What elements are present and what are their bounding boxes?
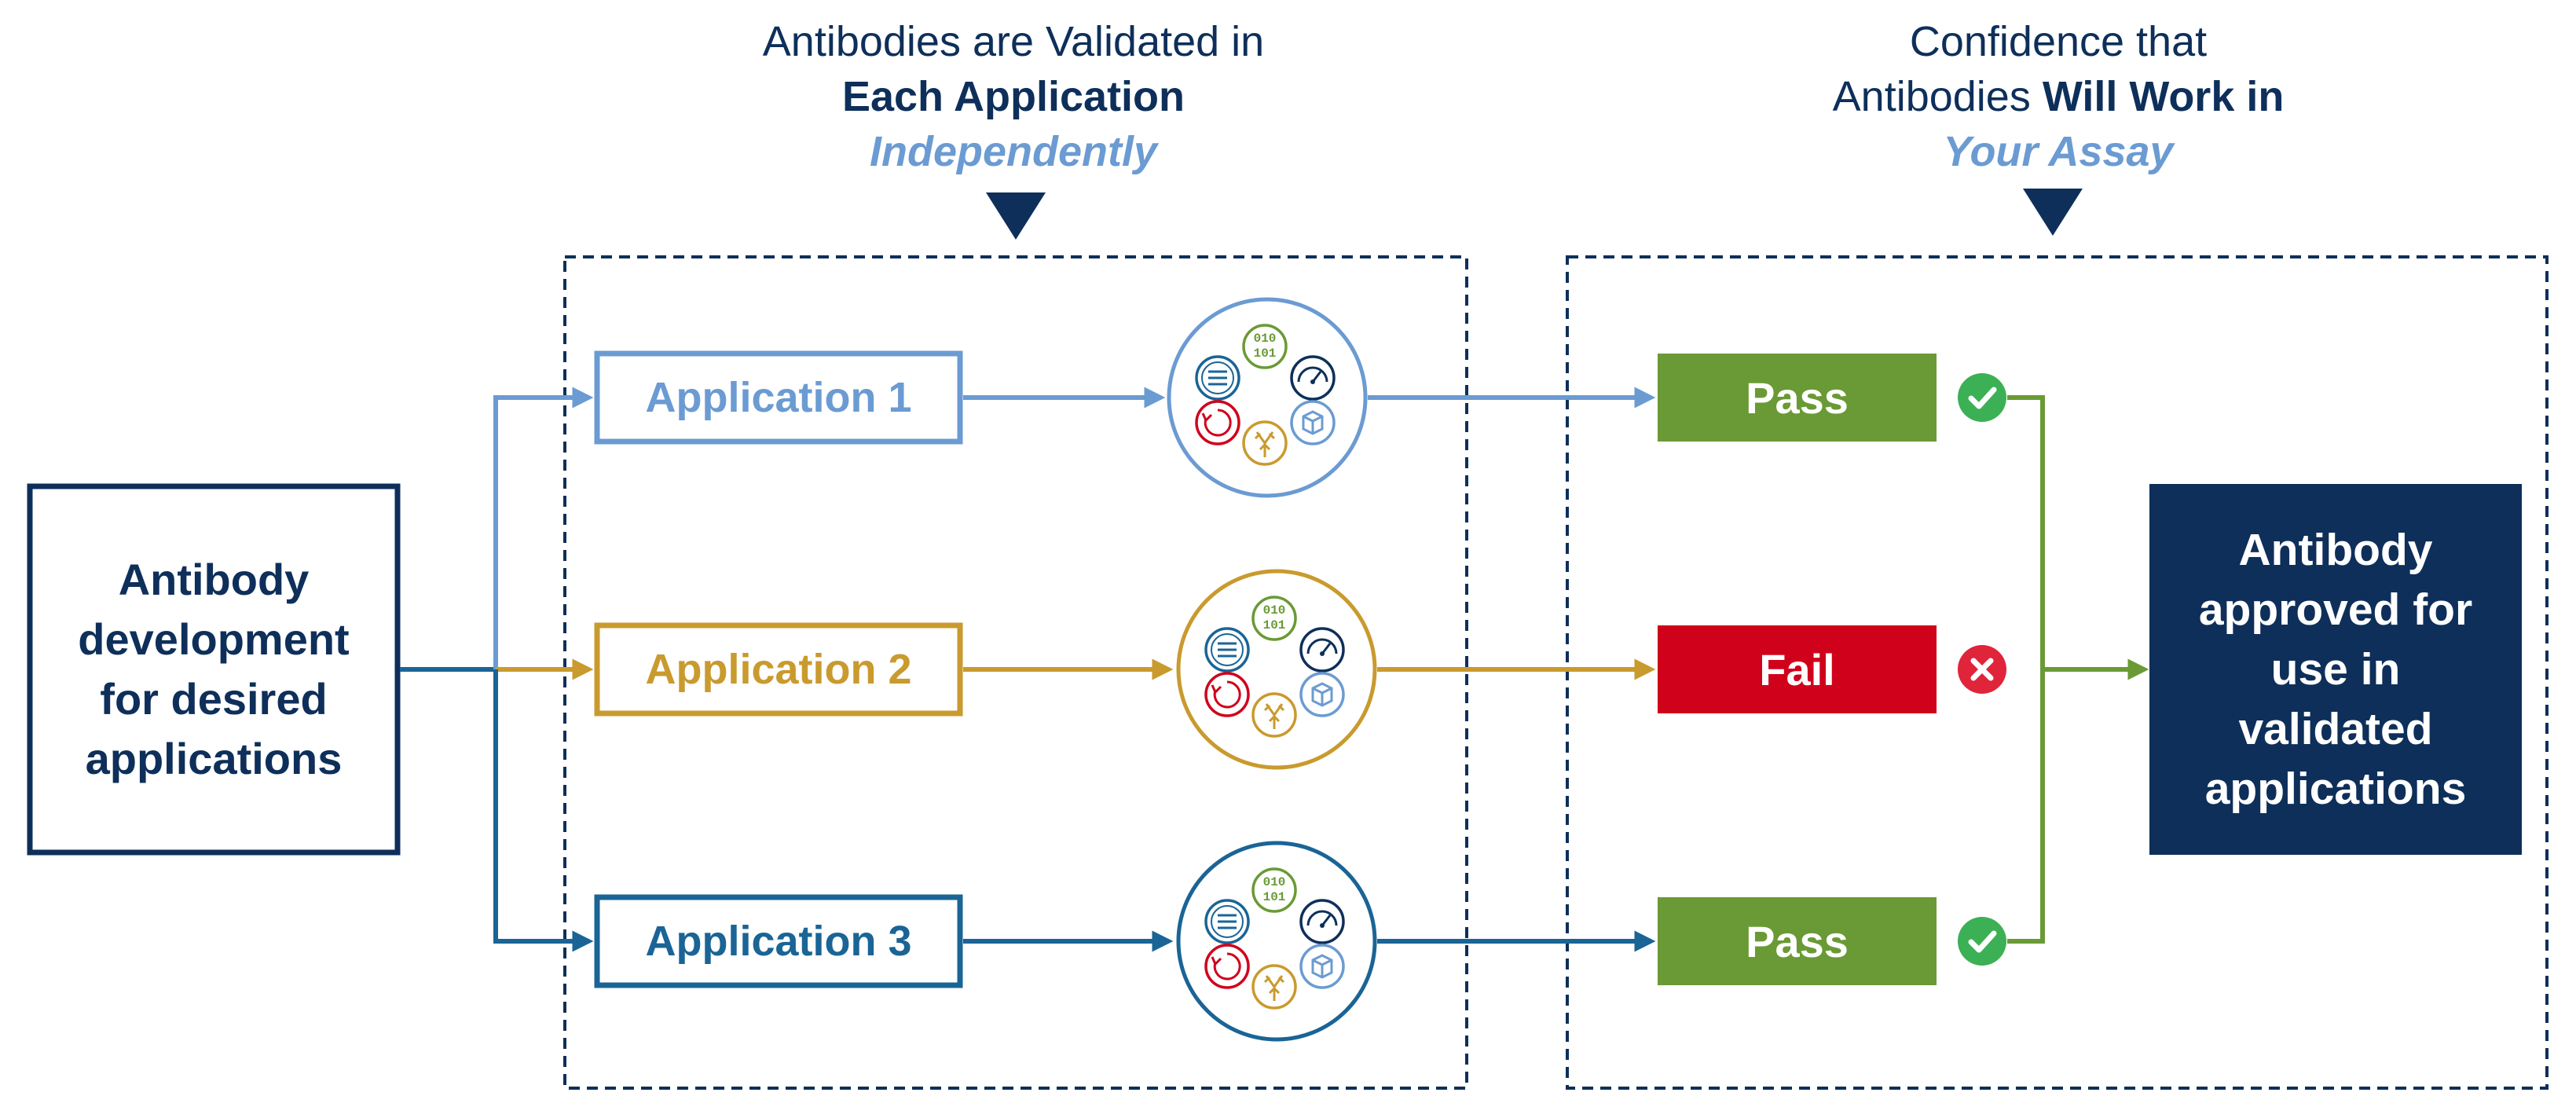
header-validated-line3: Independently bbox=[869, 128, 1158, 175]
header-validated-line2: Each Application bbox=[841, 73, 1185, 120]
connector-app3 bbox=[493, 669, 594, 952]
result-1-label: Pass bbox=[1746, 372, 1849, 423]
outcome-box bbox=[2149, 484, 2522, 855]
header-confidence-pointer bbox=[2023, 189, 2083, 236]
application-3-label: Application 3 bbox=[645, 918, 912, 965]
outcome-label: Antibody approved for use in validated a… bbox=[2198, 525, 2473, 814]
validation-methods-icon-cluster-1 bbox=[1167, 297, 1368, 498]
source-label: Antibody development for desired applica… bbox=[78, 555, 350, 783]
check-icon bbox=[1958, 373, 2006, 422]
x-icon bbox=[1958, 645, 2006, 694]
header-confidence-line2: Antibodies Will Work in bbox=[1665, 69, 2451, 124]
connector-app1 bbox=[493, 387, 594, 669]
application-1-box bbox=[594, 350, 963, 445]
header-validated-line1: Antibodies are Validated in bbox=[762, 18, 1265, 65]
application-3-box bbox=[594, 894, 963, 988]
source-box bbox=[27, 483, 401, 856]
header-validated-pointer bbox=[986, 192, 1046, 240]
result-3-label: Pass bbox=[1746, 916, 1849, 966]
application-2-label: Application 2 bbox=[645, 646, 912, 693]
result-2-label: Fail bbox=[1759, 644, 1835, 695]
header-confidence-line2-bold: Will Work in bbox=[2042, 73, 2285, 120]
confidence-container bbox=[1566, 255, 2549, 1090]
header-confidence-line3: Your Assay bbox=[1943, 128, 2174, 175]
validation-methods-icon-cluster-2 bbox=[1176, 569, 1377, 770]
header-confidence: Confidence that Antibodies Will Work in … bbox=[1665, 14, 2451, 179]
result-box-3 bbox=[1658, 897, 1937, 985]
check-icon bbox=[1958, 917, 2006, 966]
header-confidence-line1: Confidence that bbox=[1909, 18, 2208, 65]
application-1-label: Application 1 bbox=[645, 374, 912, 421]
validation-methods-icon-cluster-3 bbox=[1176, 841, 1377, 1042]
header-confidence-line2-plain: Antibodies bbox=[1832, 73, 2043, 120]
result-box-1 bbox=[1658, 354, 1937, 442]
application-2-box bbox=[594, 622, 963, 717]
result-box-2 bbox=[1658, 625, 1937, 713]
header-validated: Antibodies are Validated in Each Applica… bbox=[613, 14, 1414, 179]
